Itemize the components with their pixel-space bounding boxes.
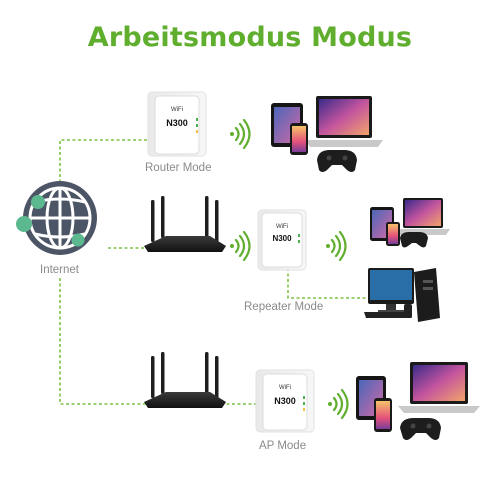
laptop-icon [398,362,480,413]
ap-mode-label: AP Mode [259,440,307,452]
repeater-row-router-icon [144,196,226,252]
phone-icon [386,222,400,246]
connector-internet-ap-router [59,278,170,405]
desktop-tower-icon [414,268,440,322]
repeater-left-wifi-waves-icon [230,230,251,262]
extender-wifi-logo: WiFi [276,224,288,230]
speaker-icon [404,304,412,318]
extender-brand: N300 [166,118,188,128]
router-mode-wifi-waves-icon [230,118,251,150]
extender-wifi-logo: WiFi [171,107,183,113]
repeater-right-wifi-waves-icon [326,230,347,262]
connector-repeater-desktop [287,268,368,299]
gamepad-icon [400,232,428,248]
repeater-mode-label: Repeater Mode [244,301,324,313]
connector-lines [59,139,368,405]
laptop-icon [305,96,383,147]
ap-mode-wifi-waves-icon [328,388,349,420]
extender-brand: N300 [274,396,296,406]
phone-icon [290,123,308,155]
ap-mode-extender: WiFi N300 [255,369,315,433]
ap-mode-clients [356,362,480,440]
repeater-mode-extender: WiFi N300 [257,209,307,271]
extender-wifi-logo: WiFi [279,385,291,391]
desktop-keyboard-icon [364,312,412,318]
gamepad-icon [317,150,357,172]
extender-brand: N300 [272,234,292,243]
router-mode-clients [271,96,383,172]
desktop-monitor-icon [368,268,414,313]
connector-internet-router-mode [59,139,148,188]
router-mode-extender: WiFi N300 [147,91,207,157]
ap-row-router-icon [144,352,226,408]
internet-label: Internet [40,264,79,276]
laptop-icon [396,198,450,235]
repeater-mode-clients [364,198,450,322]
diagram-title: Arbeitsmodus Modus [87,22,413,53]
internet-globe-icon [16,181,97,255]
gamepad-icon [400,418,441,440]
phone-icon [374,398,392,432]
router-mode-label: Router Mode [145,162,212,174]
